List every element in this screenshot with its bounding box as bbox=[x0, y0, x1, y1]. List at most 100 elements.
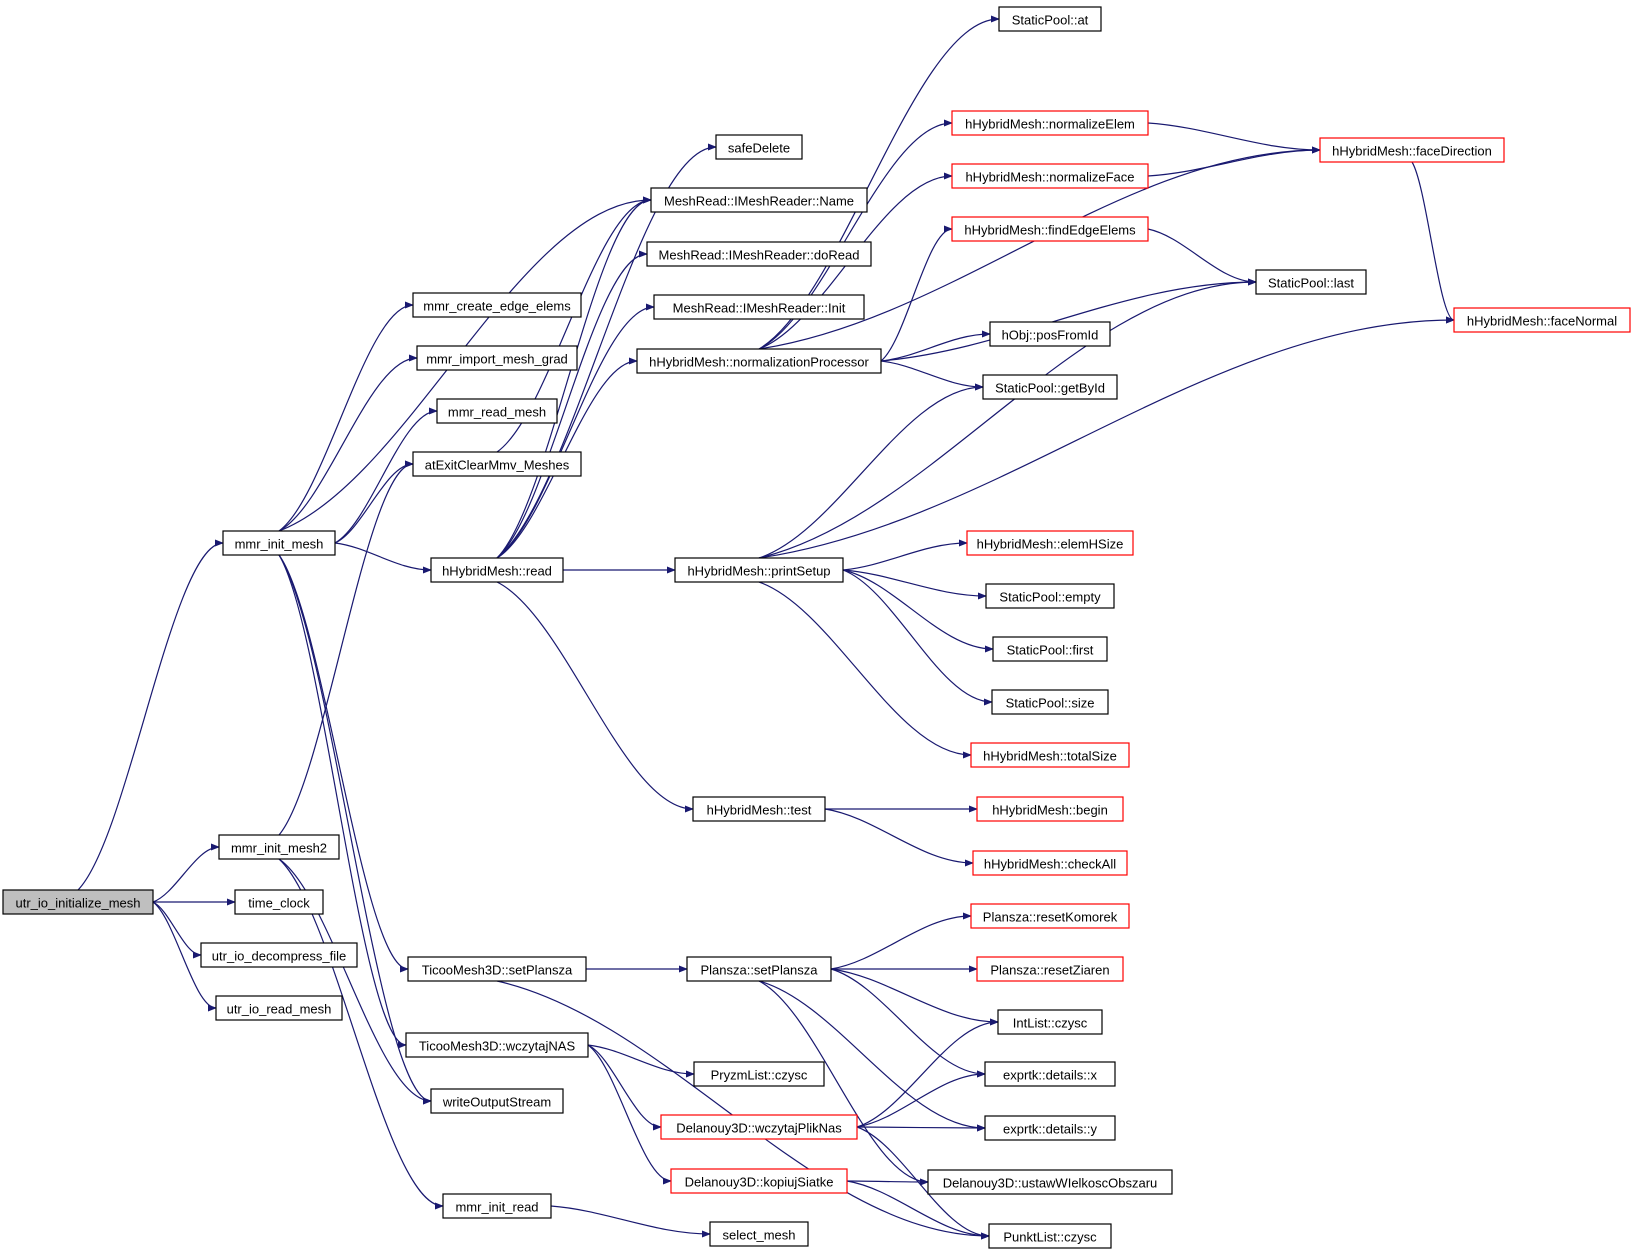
node-StaticPool_at[interactable]: StaticPool::at bbox=[998, 6, 1102, 32]
node-Plansza_resetZiaren[interactable]: Plansza::resetZiaren bbox=[976, 956, 1124, 982]
node-writeOutputStream[interactable]: writeOutputStream bbox=[430, 1088, 564, 1114]
node-box[interactable] bbox=[660, 1114, 858, 1140]
node-Plansza_resetKomorek[interactable]: Plansza::resetKomorek bbox=[970, 903, 1130, 929]
node-box[interactable] bbox=[985, 583, 1115, 609]
node-box[interactable] bbox=[407, 956, 587, 982]
node-box[interactable] bbox=[988, 1223, 1112, 1249]
node-box[interactable] bbox=[416, 345, 578, 371]
node-TicooMesh3D_wczytajNAS[interactable]: TicooMesh3D::wczytajNAS bbox=[405, 1032, 589, 1058]
node-box[interactable] bbox=[215, 995, 343, 1021]
node-box[interactable] bbox=[200, 942, 358, 968]
node-box[interactable] bbox=[405, 1032, 589, 1058]
node-box[interactable] bbox=[951, 216, 1149, 242]
node-exprtk_details_y[interactable]: exprtk::details::y bbox=[984, 1115, 1116, 1141]
node-box[interactable] bbox=[970, 903, 1130, 929]
node-box[interactable] bbox=[430, 1088, 564, 1114]
node-mmr_init_mesh[interactable]: mmr_init_mesh bbox=[222, 530, 336, 556]
node-hObj_posFromId[interactable]: hObj::posFromId bbox=[989, 321, 1111, 347]
node-hHybridMesh_elemHSize[interactable]: hHybridMesh::elemHSize bbox=[966, 530, 1134, 556]
node-box[interactable] bbox=[970, 742, 1130, 768]
node-box[interactable] bbox=[692, 796, 826, 822]
node-box[interactable] bbox=[972, 850, 1128, 876]
node-mmr_create_edge_elems[interactable]: mmr_create_edge_elems bbox=[412, 292, 582, 318]
node-box[interactable] bbox=[650, 187, 868, 213]
node-utr_io_read_mesh[interactable]: utr_io_read_mesh bbox=[215, 995, 343, 1021]
node-MeshRead_Init[interactable]: MeshRead::IMeshReader::Init bbox=[653, 294, 865, 320]
node-box[interactable] bbox=[951, 110, 1149, 136]
node-Delanouy3D_wczytajPlikNas[interactable]: Delanouy3D::wczytajPlikNas bbox=[660, 1114, 858, 1140]
node-Delanouy3D_ustawWIelkoscObszaru[interactable]: Delanouy3D::ustawWIelkoscObszaru bbox=[927, 1169, 1173, 1195]
node-box[interactable] bbox=[674, 557, 844, 583]
node-safeDelete[interactable]: safeDelete bbox=[715, 134, 803, 160]
node-hHybridMesh_faceDirection[interactable]: hHybridMesh::faceDirection bbox=[1319, 137, 1505, 163]
node-utr_io_decompress_file[interactable]: utr_io_decompress_file bbox=[200, 942, 358, 968]
node-box[interactable] bbox=[992, 636, 1108, 662]
node-hHybridMesh_totalSize[interactable]: hHybridMesh::totalSize bbox=[970, 742, 1130, 768]
node-box[interactable] bbox=[436, 398, 558, 424]
node-MeshRead_doRead[interactable]: MeshRead::IMeshReader::doRead bbox=[646, 241, 872, 267]
node-select_mesh[interactable]: select_mesh bbox=[709, 1221, 809, 1247]
node-box[interactable] bbox=[927, 1169, 1173, 1195]
node-box[interactable] bbox=[686, 956, 832, 982]
node-box[interactable] bbox=[989, 321, 1111, 347]
node-box[interactable] bbox=[693, 1061, 825, 1087]
node-box[interactable] bbox=[1453, 307, 1631, 333]
node-box[interactable] bbox=[984, 1115, 1116, 1141]
node-box[interactable] bbox=[412, 451, 582, 477]
node-box[interactable] bbox=[234, 889, 324, 915]
node-MeshRead_Name[interactable]: MeshRead::IMeshReader::Name bbox=[650, 187, 868, 213]
node-hHybridMesh_checkAll[interactable]: hHybridMesh::checkAll bbox=[972, 850, 1128, 876]
node-mmr_init_read[interactable]: mmr_init_read bbox=[442, 1193, 552, 1219]
node-box[interactable] bbox=[976, 956, 1124, 982]
node-box[interactable] bbox=[1255, 269, 1367, 295]
node-box[interactable] bbox=[982, 374, 1118, 400]
node-hHybridMesh_normalizationProcessor[interactable]: hHybridMesh::normalizationProcessor bbox=[636, 348, 882, 374]
node-hHybridMesh_test[interactable]: hHybridMesh::test bbox=[692, 796, 826, 822]
node-utr_io_initialize_mesh[interactable]: utr_io_initialize_mesh bbox=[2, 889, 154, 915]
node-hHybridMesh_findEdgeElems[interactable]: hHybridMesh::findEdgeElems bbox=[951, 216, 1149, 242]
node-IntList_czysc[interactable]: IntList::czysc bbox=[997, 1009, 1103, 1035]
node-PryzmList_czysc[interactable]: PryzmList::czysc bbox=[693, 1061, 825, 1087]
node-box[interactable] bbox=[1319, 137, 1505, 163]
node-atExitClearMmv_Meshes[interactable]: atExitClearMmv_Meshes bbox=[412, 451, 582, 477]
node-box[interactable] bbox=[709, 1221, 809, 1247]
node-StaticPool_size[interactable]: StaticPool::size bbox=[991, 689, 1109, 715]
node-box[interactable] bbox=[715, 134, 803, 160]
node-StaticPool_empty[interactable]: StaticPool::empty bbox=[985, 583, 1115, 609]
node-StaticPool_first[interactable]: StaticPool::first bbox=[992, 636, 1108, 662]
node-box[interactable] bbox=[636, 348, 882, 374]
node-box[interactable] bbox=[646, 241, 872, 267]
node-box[interactable] bbox=[976, 796, 1124, 822]
node-box[interactable] bbox=[222, 530, 336, 556]
node-exprtk_details_x[interactable]: exprtk::details::x bbox=[984, 1061, 1116, 1087]
node-hHybridMesh_normalizeFace[interactable]: hHybridMesh::normalizeFace bbox=[951, 163, 1149, 189]
node-Delanouy3D_kopiujSiatke[interactable]: Delanouy3D::kopiujSiatke bbox=[670, 1168, 848, 1194]
node-box[interactable] bbox=[653, 294, 865, 320]
node-box[interactable] bbox=[218, 834, 340, 860]
node-hHybridMesh_read[interactable]: hHybridMesh::read bbox=[430, 557, 564, 583]
node-box[interactable] bbox=[951, 163, 1149, 189]
node-box[interactable] bbox=[2, 889, 154, 915]
node-mmr_init_mesh2[interactable]: mmr_init_mesh2 bbox=[218, 834, 340, 860]
node-PunktList_czysc[interactable]: PunktList::czysc bbox=[988, 1223, 1112, 1249]
node-hHybridMesh_begin[interactable]: hHybridMesh::begin bbox=[976, 796, 1124, 822]
node-box[interactable] bbox=[412, 292, 582, 318]
node-box[interactable] bbox=[984, 1061, 1116, 1087]
node-hHybridMesh_printSetup[interactable]: hHybridMesh::printSetup bbox=[674, 557, 844, 583]
node-StaticPool_last[interactable]: StaticPool::last bbox=[1255, 269, 1367, 295]
node-TicooMesh3D_setPlansza[interactable]: TicooMesh3D::setPlansza bbox=[407, 956, 587, 982]
node-box[interactable] bbox=[998, 6, 1102, 32]
node-StaticPool_getById[interactable]: StaticPool::getById bbox=[982, 374, 1118, 400]
node-hHybridMesh_faceNormal[interactable]: hHybridMesh::faceNormal bbox=[1453, 307, 1631, 333]
node-Plansza_setPlansza[interactable]: Plansza::setPlansza bbox=[686, 956, 832, 982]
node-box[interactable] bbox=[997, 1009, 1103, 1035]
node-box[interactable] bbox=[442, 1193, 552, 1219]
node-box[interactable] bbox=[430, 557, 564, 583]
node-time_clock[interactable]: time_clock bbox=[234, 889, 324, 915]
node-box[interactable] bbox=[991, 689, 1109, 715]
node-box[interactable] bbox=[966, 530, 1134, 556]
node-box[interactable] bbox=[670, 1168, 848, 1194]
node-hHybridMesh_normalizeElem[interactable]: hHybridMesh::normalizeElem bbox=[951, 110, 1149, 136]
node-mmr_import_mesh_grad[interactable]: mmr_import_mesh_grad bbox=[416, 345, 578, 371]
node-mmr_read_mesh[interactable]: mmr_read_mesh bbox=[436, 398, 558, 424]
